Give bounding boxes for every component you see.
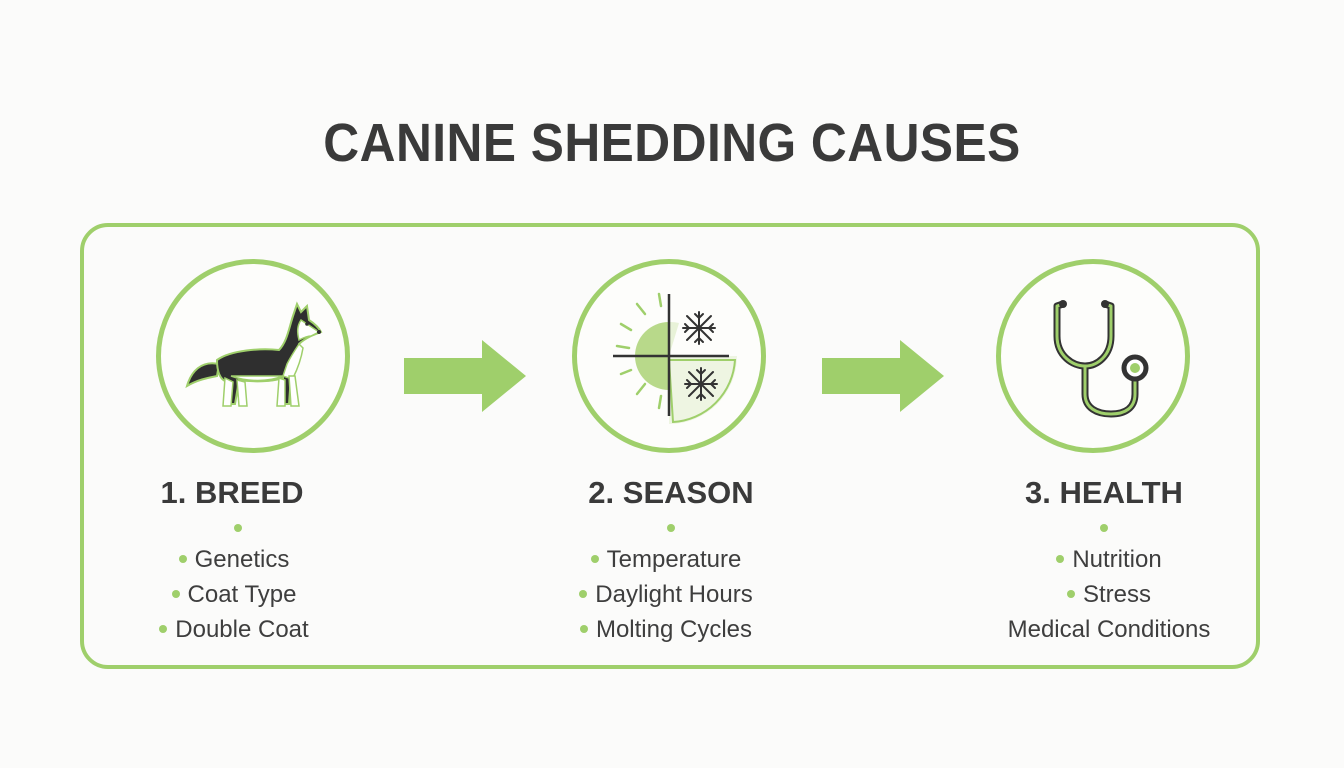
bullet-dot xyxy=(171,589,180,598)
list-item: Molting Cycles xyxy=(506,612,826,647)
husky-dog-icon xyxy=(185,301,323,407)
bullet-dot xyxy=(178,554,187,563)
separator-dot xyxy=(1100,524,1108,532)
separator-dot xyxy=(234,524,242,532)
step-title-breed: 1. BREED xyxy=(160,475,304,510)
list-item: Genetics xyxy=(74,542,394,577)
bullet-dot xyxy=(159,624,168,633)
step-title-season: 2. SEASON xyxy=(588,475,754,510)
health-factors-list: Nutrition Stress Medical Conditions xyxy=(949,542,1269,647)
season-factors-list: Temperature Daylight Hours Molting Cycle… xyxy=(506,542,826,647)
season-icon-circle xyxy=(572,259,766,453)
list-item: Nutrition xyxy=(949,542,1269,577)
step-title-health: 3. HEALTH xyxy=(1025,475,1183,510)
bullet-dot xyxy=(579,624,588,633)
page-title: CANINE SHEDDING CAUSES xyxy=(323,113,1021,173)
list-item: Double Coat xyxy=(74,612,394,647)
list-item: Medical Conditions xyxy=(1007,616,1211,643)
health-icon-circle xyxy=(996,259,1190,453)
list-item: Daylight Hours xyxy=(506,577,826,612)
arrow-right-icon xyxy=(822,340,944,412)
list-item: Stress xyxy=(949,577,1269,612)
breed-icon-circle xyxy=(156,259,350,453)
list-item: Temperature xyxy=(506,542,826,577)
bullet-dot xyxy=(1066,589,1075,598)
list-item: Coat Type xyxy=(74,577,394,612)
stethoscope-icon xyxy=(1053,300,1149,418)
causes-panel xyxy=(80,223,1260,669)
bullet-dot xyxy=(590,554,599,563)
arrow-right-icon xyxy=(404,340,526,412)
sun-snowflake-icon xyxy=(613,292,737,424)
separator-dot xyxy=(667,524,675,532)
bullet-dot xyxy=(579,589,588,598)
bullet-dot xyxy=(1056,554,1065,563)
breed-factors-list: Genetics Coat Type Double Coat xyxy=(74,542,394,647)
